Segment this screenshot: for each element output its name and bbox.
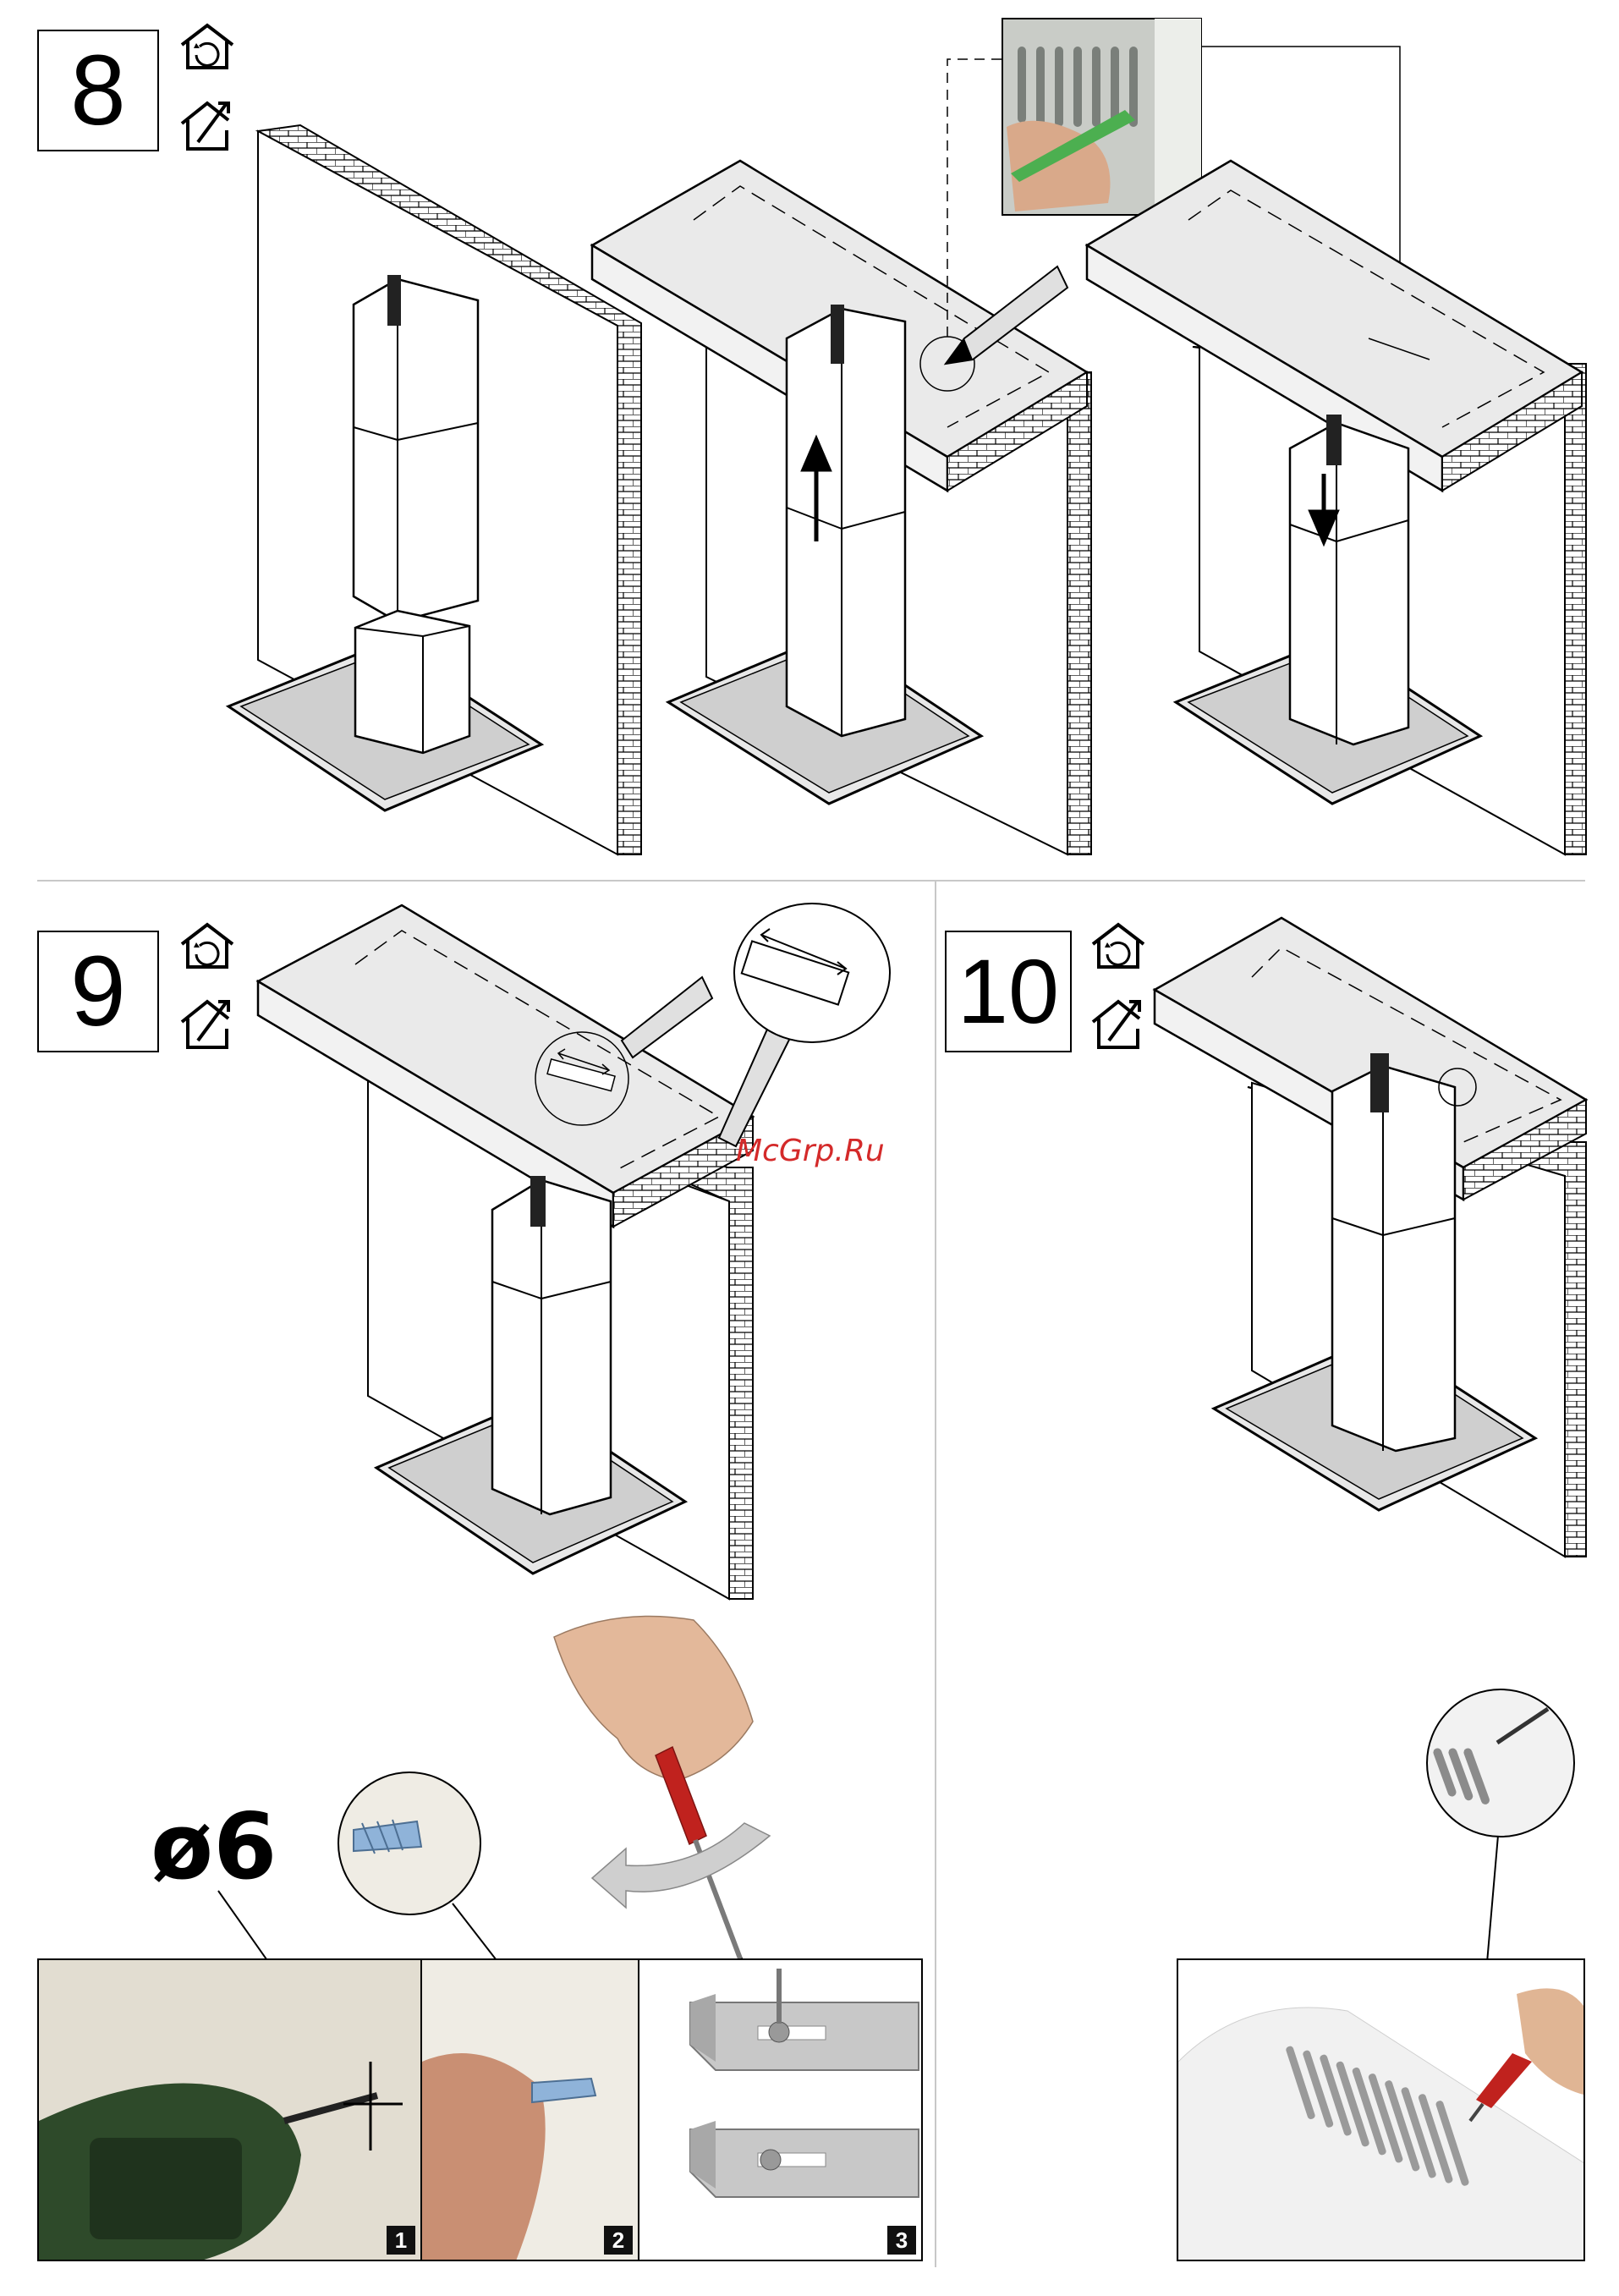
rotation-arrow-icon <box>592 1823 778 1925</box>
photo-number-3: 3 <box>887 2226 916 2255</box>
vent-screw-inset-circle <box>1425 1688 1576 1838</box>
photo-number-1: 1 <box>387 2226 415 2255</box>
photo-vent-screwing <box>1177 1958 1585 2261</box>
dowel-inset-circle <box>337 1771 482 1916</box>
photo-1-drilling: 1 <box>37 1958 422 2261</box>
photo-2-dowel: 2 <box>422 1958 638 2261</box>
photo-number-2: 2 <box>604 2226 633 2255</box>
photo-3-bracket: 3 <box>638 1958 923 2261</box>
